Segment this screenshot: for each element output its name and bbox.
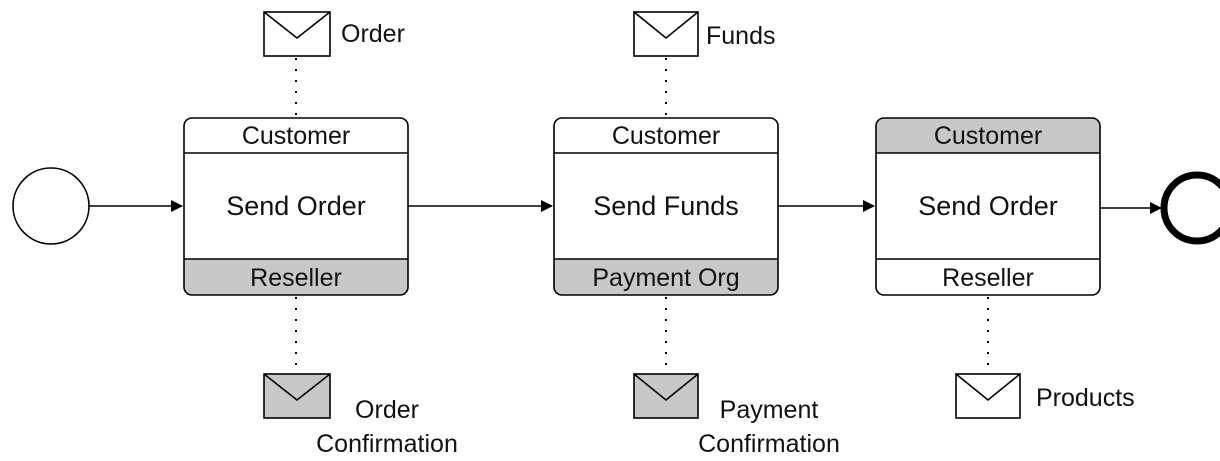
message-envelope-icon[interactable] [633,373,699,419]
choreography-task[interactable]: Customer Send Funds Payment Org [553,117,779,296]
bottom-participant-band[interactable] [876,259,1100,295]
bottom-band-label: Payment Org [592,264,739,292]
start-event[interactable] [12,167,90,245]
message-label: Order [355,396,419,424]
top-participant-band[interactable] [876,118,1100,153]
choreography-task[interactable]: Customer Send Order Reseller [875,117,1101,296]
message-envelope-icon[interactable] [955,373,1021,419]
top-participant-band[interactable] [554,118,778,153]
task-name: Send Funds [593,191,739,221]
top-band-label: Customer [934,122,1042,150]
bottom-participant-band[interactable] [554,259,778,295]
message-label: Order [341,20,405,48]
top-band-label: Customer [612,122,720,150]
end-event[interactable] [1160,171,1220,245]
message-label: Payment [720,396,819,424]
bottom-band-label: Reseller [942,264,1034,292]
message-envelope-icon[interactable] [263,373,331,419]
top-participant-band[interactable] [184,118,408,153]
top-band-label: Customer [242,122,350,150]
choreography-task[interactable]: Customer Send Order Reseller [183,117,409,296]
message-envelope-icon[interactable] [633,11,699,57]
message-label: Confirmation [316,430,458,458]
message-label: Confirmation [698,430,840,458]
message-label: Funds [706,22,775,50]
task-name: Send Order [918,191,1058,221]
task-border [183,117,409,296]
task-border [875,117,1101,296]
message-envelope-icon[interactable] [263,11,331,57]
task-name: Send Order [226,191,366,221]
bottom-band-label: Reseller [250,264,342,292]
bottom-participant-band[interactable] [184,259,408,295]
message-label: Products [1036,384,1135,412]
task-border [553,117,779,296]
